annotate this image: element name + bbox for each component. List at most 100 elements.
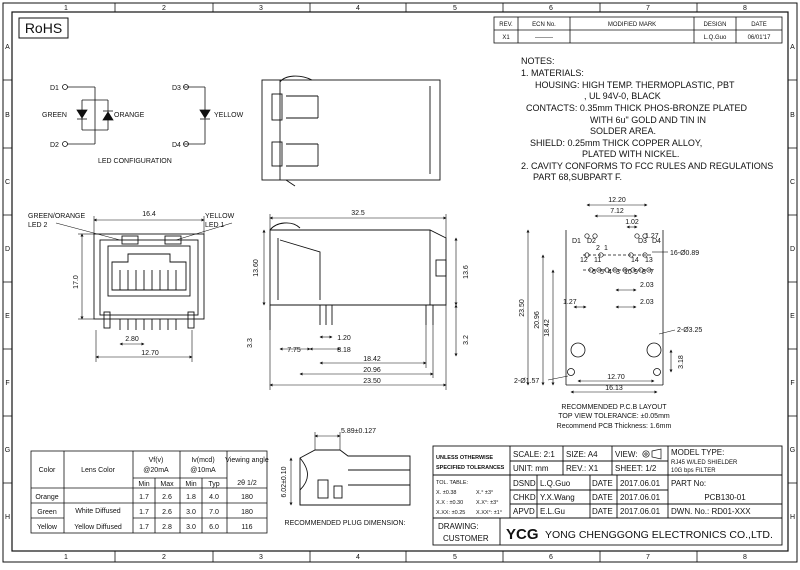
pcb-pin-hole: [628, 252, 634, 258]
customer-label: CUSTOMER: [443, 534, 489, 543]
title-block-text: UNLESS OTHERWISE SPECIFIED TOLERANCES TO…: [436, 448, 773, 543]
col-5-bottom: 5: [453, 554, 457, 561]
d1-label: D1: [50, 85, 59, 92]
pcb-caption-1: RECOMMENDED P.C.B LAYOUT: [561, 404, 667, 411]
th-color: Color: [39, 467, 56, 474]
tol-xxa: X.X°: ±3°: [476, 500, 498, 506]
pcb-dim-7-12: 7.12: [610, 208, 624, 215]
pcb-pin-7: 7: [650, 269, 654, 276]
side-view-labels: 32.5 13.60 13.6 3.2 1.20 3.18 7.75 18.42…: [253, 210, 470, 385]
pcb-d3: D3: [638, 238, 647, 245]
pcb-pin-8: 8: [642, 269, 646, 276]
pcb-dim-1-02: 1.02: [625, 219, 639, 226]
note-line-2: HOUSING: HIGH TEMP. THERMOPLASTIC, PBT: [535, 80, 735, 90]
row-yellow-imin: 3.0: [186, 524, 196, 531]
rohs-text: RoHS: [25, 20, 62, 36]
pcb-caption-2: TOP VIEW TOLERANCE: ±0.05mm: [558, 413, 670, 420]
dsnd-label: DSND: [513, 479, 536, 488]
chkd-date: 2017.06.01: [620, 493, 661, 502]
dim-23-50: 23.50: [363, 378, 381, 385]
th-iv-sub: @10mA: [190, 467, 216, 474]
size: SIZE: A4: [566, 450, 598, 459]
plug-dim-top: 5.89±0.127: [341, 428, 376, 435]
led-config-title: LED CONFIGURATION: [98, 158, 172, 165]
col-4-top: 4: [356, 5, 360, 12]
led-configuration-labels: D1 D2 D3 D4 GREEN ORANGE YELLOW LED CONF…: [42, 85, 244, 165]
pcb-pin-hole: [598, 252, 604, 258]
pcb-pin-4: 4: [608, 269, 612, 276]
front-view-labels: GREEN/ORANGE LED 2 YELLOW LED 1 16.4 17.…: [28, 211, 254, 357]
pcb-d1: D1: [572, 238, 581, 245]
row-yellow-vmin: 1.7: [139, 524, 149, 531]
pcb-dim-2-03-upper: 2.03: [640, 282, 654, 289]
led-spec-table-grid: [30, 450, 268, 534]
col-7-top: 7: [646, 5, 650, 12]
pcb-pin-hole: [596, 267, 602, 273]
row-yellow-lens: Yellow Diffused: [74, 524, 122, 531]
company-name: YONG CHENGGONG ELECTRONICS CO.,LTD.: [545, 529, 773, 541]
row-orange-angle: 180: [241, 494, 253, 501]
note-line-9: 2. CAVITY CONFORMS TO FCC RULES AND REGU…: [521, 161, 773, 171]
row-h-left: H: [5, 514, 10, 521]
col-8-top: 8: [743, 5, 747, 12]
row-yellow-color: Yellow: [37, 524, 58, 531]
view-label: VIEW:: [615, 450, 638, 459]
dim-1-20: 1.20: [337, 335, 351, 342]
th-vf-max: Max: [160, 481, 174, 488]
plug-dim-side: 6.02±0.10: [281, 466, 288, 497]
note-line-8: PLATED WITH NICKEL.: [582, 149, 679, 159]
sheet-outer-border: [2, 2, 798, 563]
th-vf-sub: @20mA: [143, 467, 169, 474]
led-spec-table-text: Color Lens Color Vf(v) @20mA Iv(mcd) @10…: [35, 457, 269, 531]
dsnd-name: L.Q.Guo: [540, 479, 571, 488]
note-line-3: , UL 94V-0, BLACK: [584, 91, 661, 101]
column-markers: [114, 3, 698, 562]
yellow-led-label: YELLOW: [205, 213, 235, 220]
notes-block: NOTES: 1. MATERIALS: HOUSING: HIGH TEMP.…: [521, 56, 773, 182]
dim-3-3-front: 3.3: [247, 338, 254, 348]
row-f-right: F: [790, 380, 794, 387]
date-value: 06/01'17: [748, 35, 771, 41]
pcb-pin-hole: [584, 233, 590, 239]
chkd-name: Y.X.Wang: [540, 493, 575, 502]
pcb-pin-hole: [646, 267, 652, 273]
row-d-right: D: [790, 246, 795, 253]
col-8-bottom: 8: [743, 554, 747, 561]
pcb-pin-hole: [622, 267, 628, 273]
rohs-mark: RoHS: [18, 17, 69, 39]
rev: REV.: X1: [566, 464, 599, 473]
pcb-pin-hole: [642, 233, 648, 239]
pcb-layout: [565, 230, 664, 386]
connector-front-view: [93, 233, 205, 330]
tol-line-2: SPECIFIED TOLERANCES: [436, 465, 505, 471]
connector-side-view: [269, 222, 447, 330]
note-line-6: SOLDER AREA.: [590, 126, 656, 136]
pcb-dim-18-42: 18.42: [544, 319, 551, 337]
pcb-dim-16-13: 16.13: [605, 385, 623, 392]
design-value: L.Q.Guo: [704, 35, 727, 41]
pcb-mount-hole-left: [570, 342, 586, 358]
pcb-pin-hole: [634, 233, 640, 239]
ecn-value: ———: [535, 35, 553, 41]
tol-xa: X.° ±3°: [476, 490, 493, 496]
connector-top-view: [261, 75, 441, 187]
pcb-pin-hole: [584, 252, 590, 258]
pcb-dim-20-96: 20.96: [534, 311, 541, 329]
scale: SCALE: 2:1: [513, 450, 555, 459]
row-white-lens: White Diffused: [75, 508, 120, 515]
row-yellow-angle: 116: [241, 524, 252, 531]
row-a-right: A: [790, 44, 795, 51]
design-header: DESIGN: [703, 22, 726, 28]
ecn-header: ECN No.: [532, 22, 556, 28]
row-h-right: H: [790, 514, 795, 521]
row-yellow-vmax: 2.8: [162, 524, 172, 531]
pcb-mount-hole-right: [646, 342, 662, 358]
pcb-d2: D2: [587, 238, 596, 245]
led2-label: LED 2: [28, 222, 48, 229]
pcb-dim-12-20: 12.20: [608, 197, 626, 204]
plug-dimensions: [289, 432, 341, 506]
pcb-pin-hole: [630, 267, 636, 273]
row-yellow-ityp: 6.0: [209, 524, 219, 531]
tol-xxx: X.XX: ±0.25: [436, 510, 465, 516]
row-green-angle: 180: [241, 509, 253, 516]
